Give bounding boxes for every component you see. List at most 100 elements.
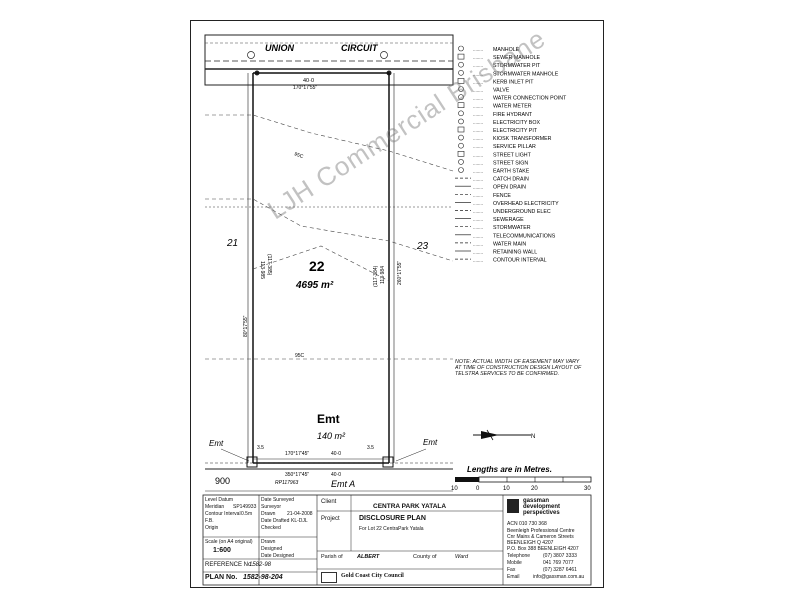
legend-label: VALVE xyxy=(493,88,510,94)
designed-label: Designed xyxy=(261,546,283,552)
legend-leader: ........ xyxy=(473,104,483,109)
small-3-5-b: 3.5 xyxy=(367,445,374,451)
legend-symbol-icon xyxy=(458,167,464,173)
legend-label: FENCE xyxy=(493,193,511,199)
legend-symbol-icon xyxy=(458,110,464,117)
level-datum-label: Level Datum xyxy=(205,497,234,503)
legend-leader: ........ xyxy=(473,136,483,141)
legend-leader: ........ xyxy=(473,47,483,52)
county-value: Ward xyxy=(455,554,469,560)
fb-label: F.B. xyxy=(205,518,214,524)
legend-leader: ........ xyxy=(473,152,483,157)
origin-label: Origin xyxy=(205,525,219,531)
left-bearing: 80°17'55" xyxy=(243,315,249,337)
legend-leader: ........ xyxy=(473,79,483,84)
date-designed-label: Date Designed xyxy=(261,553,295,559)
legend-leader: ........ xyxy=(473,209,483,214)
right-bearing: 260°17'55" xyxy=(397,261,403,285)
meridian-label: Meridian xyxy=(205,504,225,510)
legend-symbol-icon xyxy=(457,78,465,84)
scale-tick: 20 xyxy=(531,486,538,492)
legend-leader: ........ xyxy=(473,112,483,117)
legend-leader: ........ xyxy=(473,71,483,76)
street-light-icon xyxy=(247,51,255,59)
company-name-2: development xyxy=(523,504,561,510)
lot-area: 4695 m² xyxy=(295,280,334,291)
legend-label: EARTH STAKE xyxy=(493,169,530,175)
legend-symbol-icon xyxy=(458,142,464,149)
reference-label: REFERENCE No. xyxy=(205,562,254,568)
legend-symbol-icon xyxy=(458,61,464,68)
small-3-5: 3.5 xyxy=(257,445,264,451)
plan-no-label: PLAN No. xyxy=(205,574,238,581)
emt-left: Emt xyxy=(209,439,224,448)
legend-leader: ........ xyxy=(473,120,483,125)
right-dist: 113·984 xyxy=(380,266,386,284)
scale-tick: 0 xyxy=(476,486,480,492)
legend-label: KIOSK TRANSFORMER xyxy=(493,136,552,142)
legend-label: STORMWATER xyxy=(493,225,531,231)
legend-label: STORMWATER PIT xyxy=(493,63,541,69)
drafted-by: KL-DJL xyxy=(291,518,308,524)
right-dist-orig: (117·384) xyxy=(373,265,379,287)
mob-label: Mobile xyxy=(507,560,522,566)
drawn-label-2: Drawn xyxy=(261,539,276,545)
checked-label: Checked xyxy=(261,525,281,531)
legend-label: CONTOUR INTERVAL xyxy=(493,258,547,264)
company-addr-2: Cnr Mains & Cameron Streets xyxy=(507,534,574,540)
legend-label: STREET SIGN xyxy=(493,160,528,166)
legend-symbol-icon xyxy=(457,151,465,157)
rear-bearing: 170°17'45" xyxy=(285,451,309,457)
title-block xyxy=(202,494,592,586)
legend-leader: ........ xyxy=(473,177,483,182)
left-dist: 113·985 xyxy=(259,261,265,279)
lot-900: 900 xyxy=(215,476,230,486)
legend-symbol-icon xyxy=(458,86,464,92)
scale-tick: 10 xyxy=(451,486,458,492)
legend-label: STORMWATER MANHOLE xyxy=(493,71,559,77)
company-name-1: gassman xyxy=(523,498,550,504)
contour-interval-label: Contour Interval xyxy=(205,511,241,517)
legend-label: SEWERAGE xyxy=(493,217,524,223)
legend-leader: ........ xyxy=(473,96,483,101)
rp-number: RP117963 xyxy=(275,480,298,486)
scale-tick: 10 xyxy=(503,486,510,492)
rear-dim: 40·0 xyxy=(331,451,341,457)
lot-22: 22 xyxy=(309,258,325,274)
lengths-note: Lengths are in Metres. xyxy=(467,465,552,474)
fax-value: (07) 3287 6461 xyxy=(543,567,577,573)
legend-label: CATCH DRAIN xyxy=(493,177,529,183)
legend-label: OVERHEAD ELECTRICITY xyxy=(493,201,559,207)
contour-interval-value: 0.5m xyxy=(241,511,253,517)
fax-label: Fax xyxy=(507,567,516,573)
bottom-dim: 40·0 xyxy=(331,472,341,478)
county-label: County of xyxy=(413,554,437,560)
scale-value: 1:600 xyxy=(213,547,231,554)
legend-leader: ........ xyxy=(473,128,483,133)
date-surveyed-label: Date Surveyed xyxy=(261,497,295,503)
legend-leader: ........ xyxy=(473,225,483,230)
legend-symbol-icon xyxy=(457,102,465,108)
plan-no-value: 1582-98-204 xyxy=(243,574,283,581)
council-name: Gold Coast City Council xyxy=(341,573,404,579)
company-name-3: perspectives xyxy=(523,510,560,516)
drawn-date: 21-04-2008 xyxy=(287,511,313,517)
front-dim: 40·0 xyxy=(303,78,314,84)
legend-symbol-icon xyxy=(457,53,465,60)
legend-leader: ........ xyxy=(473,250,483,255)
company-addr-1: Beenleigh Professional Centre xyxy=(507,528,575,534)
legend-leader: ........ xyxy=(473,233,483,238)
legend-symbol-icon xyxy=(458,118,464,125)
legend-label: SERVICE PILLAR xyxy=(493,144,536,150)
contour-label: 95C xyxy=(293,151,304,160)
street-union: UNION xyxy=(265,43,295,53)
legend-leader: ........ xyxy=(473,201,483,206)
emt-label: Emt xyxy=(317,412,340,426)
emt-area: 140 m² xyxy=(317,431,346,441)
legend-symbol-icon xyxy=(457,126,465,133)
surveyor-label: Surveyor xyxy=(261,504,282,510)
legend-label: WATER METER xyxy=(493,104,532,110)
left-dist-orig: (117·385) xyxy=(266,254,272,276)
easement-note: NOTE: ACTUAL WIDTH OF EASEMENT MAY VARY … xyxy=(455,359,582,378)
north-arrow: N xyxy=(473,429,535,441)
